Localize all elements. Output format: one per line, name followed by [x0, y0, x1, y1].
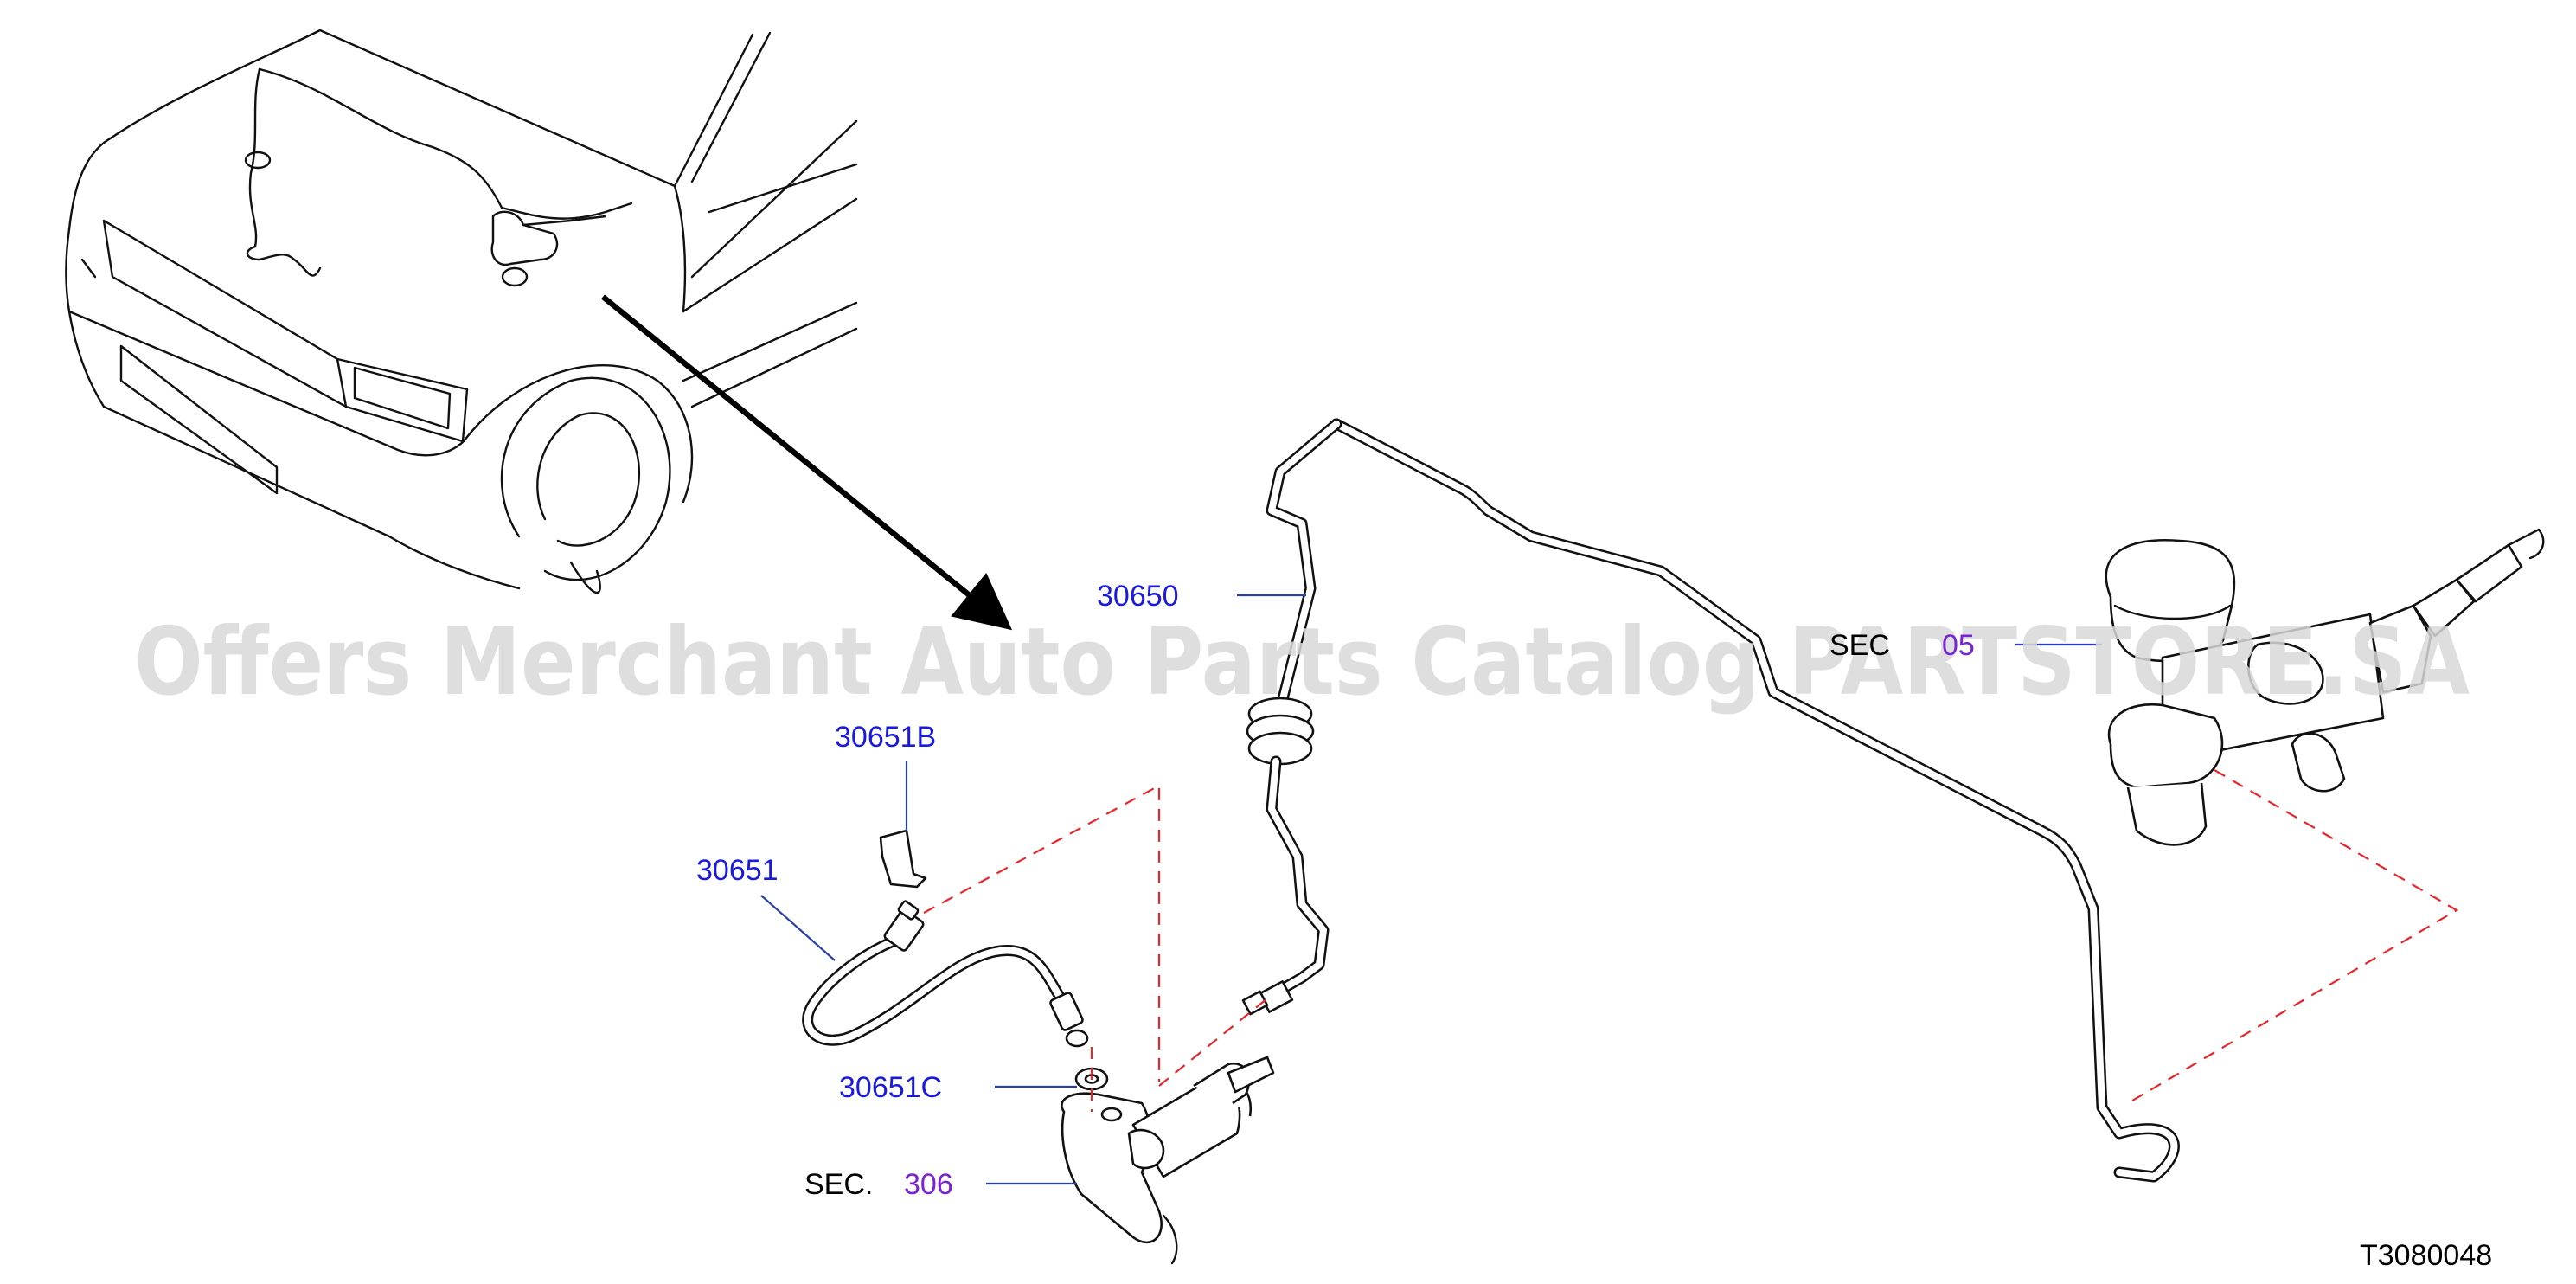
section-ref-prefix: SEC [1829, 629, 1890, 662]
clutch-operating-cylinder [1061, 1056, 1275, 1265]
section-ref-number[interactable]: 05 [1942, 629, 1975, 662]
callout-30651B[interactable]: 30651B [835, 721, 936, 754]
callout-30651C[interactable]: 30651C [839, 1071, 942, 1104]
clutch-master-cylinder [2105, 528, 2545, 846]
leader-lines [760, 594, 2102, 1185]
clutch-pipe-30650 [1241, 418, 2180, 1183]
section-ref-number[interactable]: 306 [904, 1168, 953, 1201]
callout-30651[interactable]: 30651 [696, 854, 779, 887]
section-ref-prefix: SEC. [804, 1168, 873, 1201]
diagram-code: T3080048 [2360, 1239, 2492, 1272]
section-ref-306[interactable]: SEC. 306 [804, 1168, 953, 1201]
hose-clip-30651B [879, 829, 927, 889]
section-ref-05[interactable]: SEC 05 [1829, 629, 1975, 662]
clutch-hose-30651 [802, 900, 1089, 1048]
vehicle-illustration [65, 29, 858, 594]
watermark: Offers Merchant Auto Parts Catalog PARTS… [134, 608, 2470, 716]
detail-arrow [600, 294, 1013, 631]
assembly-guide-lines [923, 769, 2459, 1112]
callout-30650[interactable]: 30650 [1097, 580, 1179, 613]
